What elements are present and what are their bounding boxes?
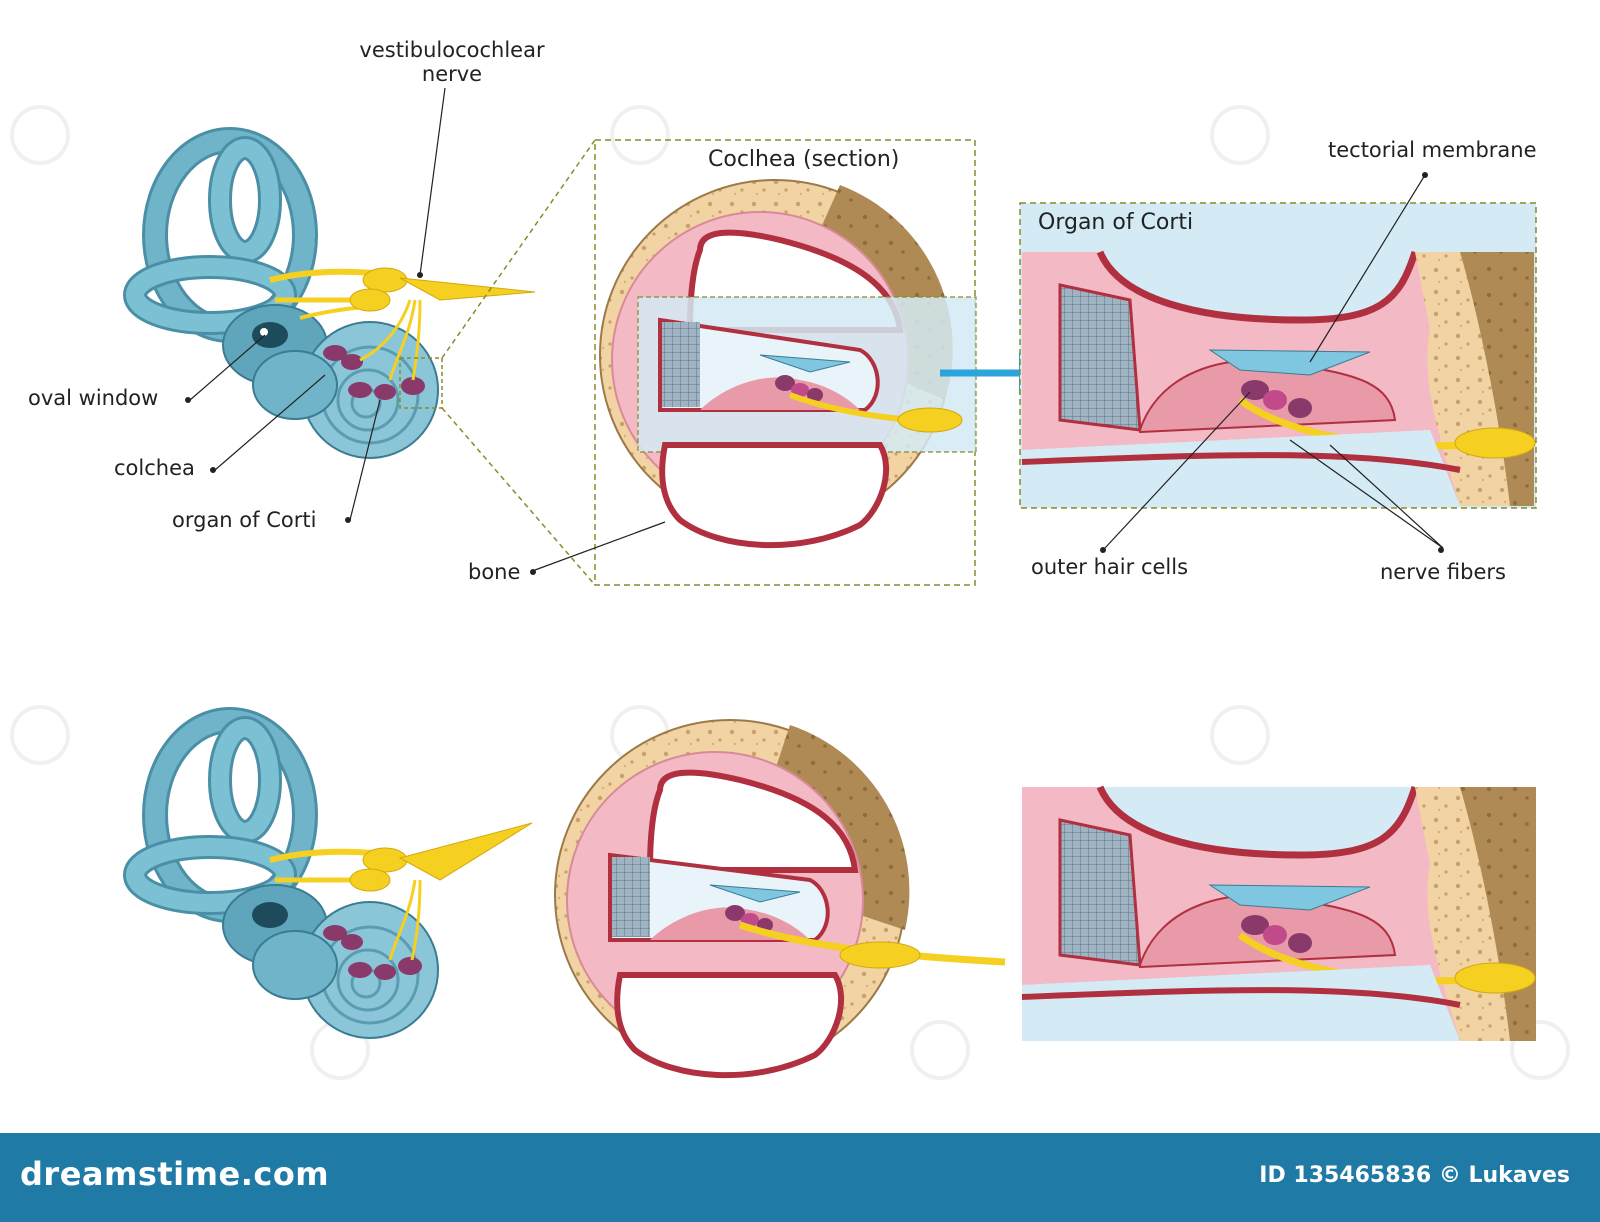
zoom-projection	[441, 139, 596, 586]
label-vestibulocochlear-nerve-2: nerve	[421, 62, 483, 86]
cochlea-section-title: Coclhea (section)	[708, 147, 900, 172]
organ-of-corti-bottom	[1021, 785, 1536, 1041]
label-nerve-fibers: nerve fibers	[1380, 560, 1506, 584]
labyrinth-bottom	[123, 707, 533, 1039]
labyrinth-top	[123, 127, 536, 459]
label-colchea: colchea	[114, 456, 195, 480]
leader-dots	[185, 172, 1444, 575]
label-bone: bone	[468, 560, 521, 584]
cochlea-section-bottom	[554, 719, 1006, 1079]
label-oval-window: oval window	[28, 386, 159, 410]
organ-of-corti-top	[1019, 202, 1537, 509]
watermark-swirls	[10, 105, 1570, 1080]
organ-of-corti-title: Organ of Corti	[1038, 210, 1194, 235]
cochlea-section-top	[599, 179, 977, 549]
footer-credit: ID 135465836 © Lukaves	[1259, 1163, 1570, 1188]
label-outer-hair-cells: outer hair cells	[1031, 555, 1189, 579]
stock-footer-bar: dreamstime.com ID 135465836 © Lukaves	[0, 1133, 1600, 1222]
label-organ-of-corti: organ of Corti	[172, 508, 317, 532]
leader-lines	[189, 87, 1444, 571]
footer-brand: dreamstime.com	[20, 1155, 330, 1193]
label-tectorial-membrane: tectorial membrane	[1328, 138, 1537, 162]
label-vestibulocochlear-nerve-1: vestibulocochlear	[359, 38, 545, 62]
hair-cell-clusters	[323, 345, 425, 400]
